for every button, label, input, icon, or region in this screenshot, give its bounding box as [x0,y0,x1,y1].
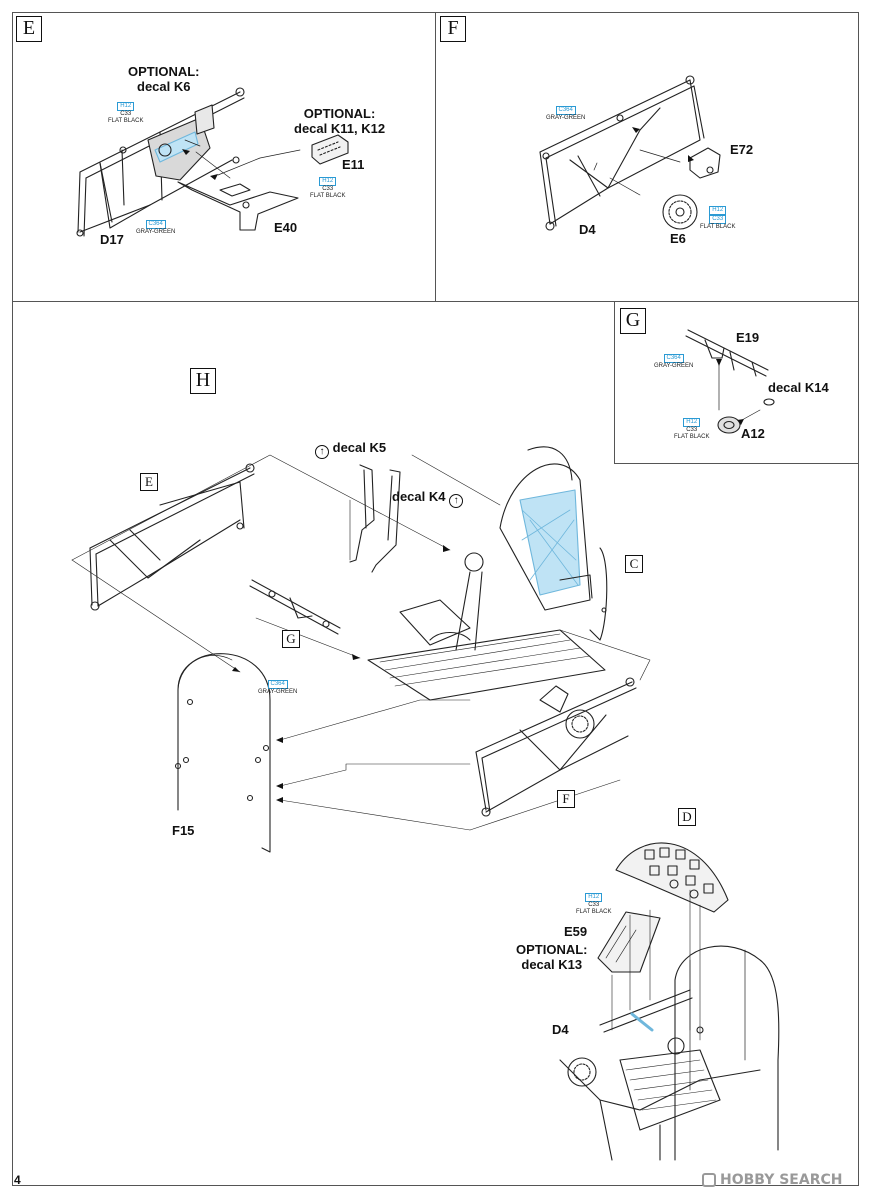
paint-code-h12: H12 [117,102,135,111]
paint-callout-gray-green: C364 GRAY-GREEN [258,680,297,696]
subassembly-ref-d: D [678,808,696,826]
step-e-panel-part [147,104,215,181]
arrowheads [182,127,744,803]
step-h-seatbelts [349,464,401,573]
decal-k4-text: decal K4 [392,489,446,504]
step-h-frame-e [89,463,255,611]
rotate-arrow-icon: ↑ [449,494,464,508]
step-letter-e: E [16,16,42,42]
step-h-frame-f [475,677,637,817]
part-label-a12: A12 [741,426,765,441]
decal-k13-text: decal K13 [521,957,583,972]
paint-code-h12: H12 [709,206,727,215]
subassembly-ref-c: C [625,555,643,573]
step-h-panel [12,301,859,1186]
rotate-arrow-icon: ↑ [315,445,329,459]
step-h-instrument-panel-d [615,842,729,913]
decal-k11-k12-text: decal K11, K12 [294,121,386,136]
decal-label-k5: ↑ decal K5 [315,440,386,459]
decal-k5-text: decal K5 [332,440,387,455]
step-g-panel [614,301,859,464]
step-g-part-e19 [685,329,769,377]
part-label-e72: E72 [730,142,754,157]
subassembly-ref-f: F [557,790,575,808]
paint-name: FLAT BLACK [108,118,144,124]
paint-callout-gray-green: C364 GRAY-GREEN [654,354,693,370]
optional-heading: OPTIONAL: [303,106,376,121]
part-label-d4: D4 [579,222,596,237]
paint-name: FLAT BLACK [576,909,612,915]
paint-name: FLAT BLACK [700,224,736,230]
optional-heading: OPTIONAL: [128,64,200,79]
paint-name: GRAY-GREEN [546,115,586,121]
step-g-part-a12 [717,398,775,434]
paint-callout-gray-green: C364 GRAY-GREEN [546,106,585,122]
step-h-cockpit-detail [559,945,780,1161]
optional-heading: OPTIONAL: [516,942,588,957]
step-f-part-e6 [662,194,698,230]
paint-code-c364: C364 [267,680,288,689]
watermark-text: HOBBY SEARCH [720,1172,843,1188]
optional-decal-k11-k12-label: OPTIONAL: decal K11, K12 [294,106,385,136]
paint-code-h12: H12 [683,418,701,427]
subassembly-ref-g: G [282,630,300,648]
paint-code-c33: C33 [686,427,698,433]
step-h-part-e59 [597,911,661,973]
paint-callout-flat-black: H12 C33 FLAT BLACK [700,206,735,231]
paint-code-c33: C33 [322,186,334,192]
part-label-e19: E19 [736,330,760,345]
watermark: HOBBY SEARCH [702,1172,842,1188]
paint-name: FLAT BLACK [674,434,710,440]
paint-callout-flat-black: H12 C33 FLAT BLACK [108,102,143,125]
step-letter-g: G [620,308,646,334]
paint-code-c364: C364 [145,220,166,229]
paint-callout-flat-black: H12 C33 FLAT BLACK [576,893,611,916]
part-label-d4: D4 [552,1022,569,1037]
watermark-logo-icon [702,1173,716,1187]
decal-label-k14: decal K14 [768,380,829,395]
decal-k6-text: decal K6 [137,79,191,94]
subassembly-ref-e: E [140,473,158,491]
page-number: 4 [14,1173,21,1187]
step-h-detail-leaders [611,889,701,1041]
paint-callout-gray-green: C364 GRAY-GREEN [136,220,175,236]
optional-decal-k6-label: OPTIONAL: decal K6 [128,64,200,94]
paint-code-c364: C364 [663,354,684,363]
paint-name: GRAY-GREEN [654,363,694,369]
step-h-part-f15 [174,653,271,853]
step-e-part-e40 [177,181,299,231]
paint-name: GRAY-GREEN [136,229,176,235]
paint-code-h12: H12 [319,177,337,186]
part-label-e40: E40 [274,220,298,235]
paint-code-h12: H12 [585,893,603,902]
part-label-e6: E6 [670,231,686,246]
step-h-leader-lines [71,454,651,831]
paint-code-c33: C33 [120,111,132,117]
part-label-d17: D17 [100,232,124,247]
step-h-seat [455,446,593,651]
step-f-part-e72 [689,147,721,179]
part-label-f15: F15 [172,823,195,838]
decal-label-k4: decal K4 ↑ [392,489,464,508]
paint-code-c33: C33 [588,902,600,908]
paint-name: GRAY-GREEN [258,689,298,695]
part-label-e11: E11 [342,157,365,172]
step-h-part-g [249,579,341,635]
step-h-floor [367,599,606,701]
paint-name: FLAT BLACK [310,193,346,199]
step-e-frame-d17 [76,87,245,237]
optional-decal-k13-label: OPTIONAL: decal K13 [516,942,588,972]
paint-callout-flat-black: H12 C33 FLAT BLACK [310,177,345,200]
paint-code-c33: C33 [709,215,727,224]
step-letter-f: F [440,16,466,42]
part-label-e59: E59 [564,924,588,939]
step-f-frame [539,75,705,231]
paint-callout-flat-black: H12 C33 FLAT BLACK [674,418,709,441]
step-letter-h: H [190,368,216,394]
paint-code-c364: C364 [555,106,576,115]
step-h-bulkhead-c [589,547,608,641]
step-e-part-e11 [311,134,349,165]
